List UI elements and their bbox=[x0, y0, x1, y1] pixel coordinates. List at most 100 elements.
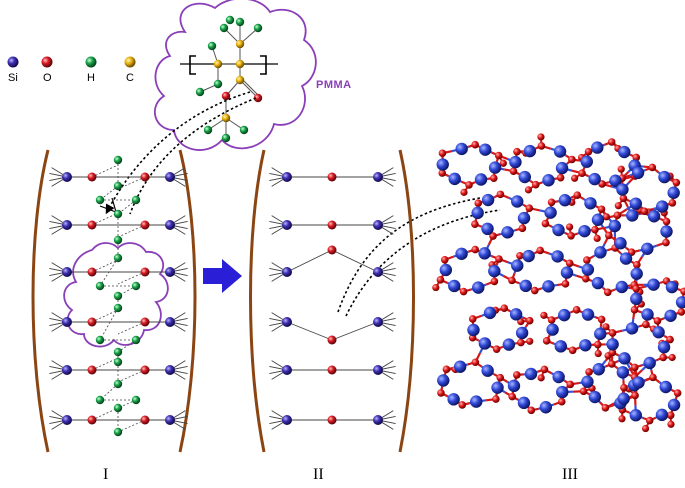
pmma-cloud-outline bbox=[153, 0, 317, 151]
hydrogen-bond bbox=[91, 407, 119, 421]
lattice-si-atom bbox=[509, 308, 523, 321]
lattice-o-atom bbox=[471, 220, 479, 229]
si-atom bbox=[373, 220, 383, 230]
legend-c-label: C bbox=[126, 72, 134, 84]
lattice-si-atom bbox=[630, 292, 643, 306]
lattice-si-atom bbox=[502, 338, 516, 351]
lattice-o-atom bbox=[593, 340, 602, 349]
hydrogen-bond bbox=[91, 357, 119, 371]
lattice-o-atom bbox=[617, 165, 625, 173]
lattice-o-atom bbox=[499, 159, 507, 167]
lattice-o-atom bbox=[512, 371, 521, 379]
connector-pmma-to-panel1-b bbox=[129, 97, 257, 215]
si-atom bbox=[62, 267, 72, 277]
lattice-si-atom bbox=[437, 374, 450, 387]
lattice-si-atom bbox=[491, 381, 504, 394]
lattice-si-atom bbox=[509, 155, 522, 169]
lattice-o-atom bbox=[509, 167, 518, 175]
siloxane-bond bbox=[286, 321, 333, 341]
lattice-si-atom bbox=[581, 308, 595, 321]
si-atom bbox=[165, 317, 175, 327]
lattice-o-atom bbox=[603, 288, 612, 297]
panel-1-structure bbox=[31, 149, 197, 453]
lattice-si-atom bbox=[581, 263, 595, 276]
lattice-si-atom bbox=[606, 338, 619, 351]
lattice-o-atom bbox=[585, 368, 593, 376]
o-atom bbox=[87, 220, 97, 230]
lattice-o-atom bbox=[645, 416, 654, 425]
lattice-o-atom bbox=[619, 194, 628, 203]
pmma-h-atom bbox=[203, 125, 213, 135]
lattice-o-atom bbox=[605, 231, 613, 240]
lattice-o-atom bbox=[458, 401, 467, 409]
lattice-o-atom bbox=[662, 217, 671, 226]
si-atom bbox=[165, 365, 175, 375]
o-atom bbox=[140, 317, 150, 327]
lattice-si-atom bbox=[511, 195, 524, 208]
lattice-o-atom bbox=[495, 255, 503, 263]
lattice-o-atom bbox=[537, 142, 546, 150]
lattice-si-atom bbox=[630, 267, 643, 280]
si-atom bbox=[373, 415, 383, 425]
pmma-c-atom bbox=[221, 113, 231, 123]
o-atom bbox=[140, 172, 150, 182]
lattice-o-atom bbox=[526, 337, 534, 345]
si-atom bbox=[62, 220, 72, 230]
transition-arrow bbox=[203, 259, 242, 293]
lattice-o-atom bbox=[594, 349, 602, 358]
pmma-o-atom bbox=[253, 93, 263, 103]
lattice-o-atom bbox=[525, 316, 534, 325]
lattice-o-atom bbox=[496, 190, 505, 199]
lattice-si-atom bbox=[617, 392, 630, 405]
lattice-o-atom bbox=[513, 147, 521, 156]
pmma-molecule bbox=[153, 0, 317, 151]
panel-1-pmma-cloud bbox=[63, 242, 169, 348]
lattice-o-atom bbox=[659, 353, 667, 362]
lattice-o-atom bbox=[632, 284, 640, 293]
lattice-o-atom bbox=[583, 256, 591, 264]
lattice-si-atom bbox=[472, 281, 485, 294]
lattice-si-atom bbox=[551, 250, 564, 263]
lattice-o-atom bbox=[500, 304, 509, 312]
lattice-si-atom bbox=[478, 247, 491, 260]
lattice-si-atom bbox=[594, 327, 607, 341]
lattice-o-atom bbox=[436, 276, 445, 284]
lattice-o-atom bbox=[568, 346, 577, 355]
lattice-o-atom bbox=[471, 358, 480, 367]
lattice-si-atom bbox=[552, 370, 565, 384]
lattice-si-atom bbox=[455, 247, 468, 260]
lattice-si-atom bbox=[659, 380, 672, 394]
lattice-o-atom bbox=[508, 392, 517, 401]
pmma-h-atom bbox=[213, 79, 223, 89]
lattice-o-atom bbox=[541, 219, 550, 228]
lattice-o-atom bbox=[556, 173, 565, 182]
o-atom bbox=[327, 415, 337, 425]
lattice-o-atom bbox=[672, 178, 681, 187]
lattice-si-atom bbox=[657, 341, 671, 354]
lattice-si-atom bbox=[483, 306, 497, 320]
lattice-o-atom bbox=[662, 238, 670, 247]
lattice-o-atom bbox=[547, 198, 556, 207]
pmma-left-bracket bbox=[189, 55, 196, 75]
lattice-si-atom bbox=[675, 296, 685, 309]
lattice-si-atom bbox=[655, 408, 669, 422]
lattice-o-atom bbox=[618, 415, 626, 423]
lattice-o-atom bbox=[666, 411, 675, 420]
lattice-si-atom bbox=[553, 145, 567, 158]
lattice-o-atom bbox=[602, 323, 610, 331]
lattice-si-atom bbox=[647, 210, 661, 223]
lattice-o-atom bbox=[530, 286, 539, 295]
h-atom bbox=[113, 235, 123, 245]
lattice-si-atom bbox=[580, 155, 593, 168]
hydrogen-bond bbox=[91, 212, 119, 226]
lattice-o-atom bbox=[517, 338, 525, 347]
lattice-si-atom bbox=[579, 339, 592, 352]
lattice-si-atom bbox=[436, 158, 449, 171]
si-atom bbox=[373, 172, 383, 182]
lattice-o-atom bbox=[540, 365, 549, 374]
pmma-c-atom bbox=[235, 39, 245, 49]
lattice-si-atom bbox=[588, 172, 601, 186]
hydrogen-bond bbox=[99, 257, 119, 287]
panel-2-left-bracket bbox=[249, 149, 266, 453]
lattice-o-atom bbox=[542, 337, 551, 345]
